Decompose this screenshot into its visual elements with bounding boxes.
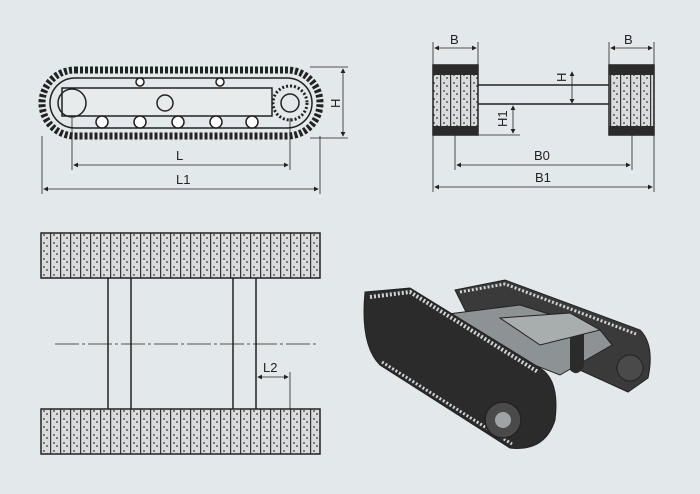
dim-label-B1: B1 [535, 170, 551, 185]
top-track-lower [40, 408, 321, 455]
sprocket-wheel [271, 84, 309, 122]
side-idler-hole [156, 94, 174, 112]
dim-label-H1: H1 [495, 110, 510, 127]
rear-sprocket [616, 354, 644, 382]
dim-label-H: H [328, 99, 343, 108]
dim-label-B-right: B [624, 32, 633, 47]
idler-wheel [57, 88, 87, 118]
dim-label-B-left: B [450, 32, 459, 47]
sprocket-hub [280, 93, 300, 113]
side-track-outline [38, 66, 324, 140]
dim-label-L: L [176, 148, 183, 163]
carrier-rollers [135, 77, 225, 87]
perspective-view [363, 279, 651, 449]
front-view: B B H H1 B0 B1 [432, 32, 655, 192]
dim-label-L1: L1 [176, 172, 190, 187]
side-view: L L1 H [38, 66, 348, 194]
top-track-upper [40, 232, 321, 279]
frame-rails [107, 278, 257, 409]
right-track-section [608, 64, 655, 136]
top-view: L2 [40, 232, 321, 455]
left-track-section [432, 64, 479, 136]
side-frame [61, 87, 273, 117]
dim-label-B0: B0 [534, 148, 550, 163]
dim-label-H-front: H [554, 73, 569, 82]
mount-bracket [570, 334, 584, 374]
dim-label-L2: L2 [263, 360, 277, 375]
road-rollers [95, 115, 259, 129]
